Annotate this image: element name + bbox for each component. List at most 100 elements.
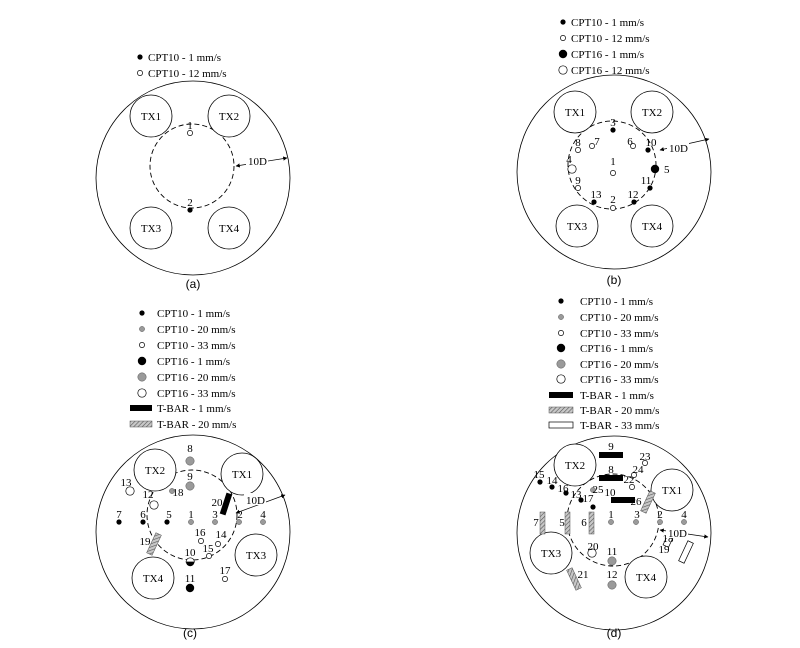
test-point <box>185 583 195 593</box>
legend-entry: CPT10 - 20 mm/s <box>580 312 659 324</box>
transducer-label: TX2 <box>642 107 662 119</box>
dimension-label: 10D <box>668 528 687 540</box>
legend-entry: T-BAR - 1 mm/s <box>157 403 231 415</box>
point-label: 10 <box>185 547 197 559</box>
legend-entry: CPT16 - 33 mm/s <box>580 374 659 386</box>
tbar-marker <box>564 511 571 535</box>
point-label: 13 <box>571 489 583 501</box>
test-point <box>537 479 543 485</box>
transducer-label: TX1 <box>141 111 161 123</box>
point-label: 25 <box>593 484 605 496</box>
legend-entry: CPT10 - 12 mm/s <box>148 68 227 80</box>
test-point <box>187 130 193 136</box>
point-label: 17 <box>220 565 232 577</box>
test-point <box>590 487 596 493</box>
panel-b-legend: CPT10 - 1 mm/s CPT10 - 12 mm/s CPT16 - 1… <box>558 17 650 77</box>
point-label: 10 <box>605 487 617 499</box>
test-point <box>185 456 195 466</box>
transducer-label: TX1 <box>662 485 682 497</box>
transducer-circle <box>207 206 251 250</box>
test-point <box>607 580 617 590</box>
point-label: 4 <box>260 509 266 521</box>
point-label: 26 <box>631 496 643 508</box>
point-label: 11 <box>185 573 196 585</box>
legend-entry: CPT10 - 1 mm/s <box>157 308 230 320</box>
legend-marker-dot-large-white <box>556 374 566 384</box>
legend-entry: CPT16 - 1 mm/s <box>580 343 653 355</box>
dashed-circle <box>149 123 235 209</box>
legend-marker-dot-small-black <box>139 310 145 316</box>
point-label: 2 <box>610 194 616 206</box>
point-label: 7 <box>533 517 539 529</box>
panel-c: CPT10 - 1 mm/s CPT10 - 20 mm/s CPT10 - 3… <box>95 308 291 640</box>
transducer-label: TX4 <box>636 572 657 584</box>
point-label: 12 <box>607 569 618 581</box>
point-label: 1 <box>610 156 616 168</box>
point-label: 3 <box>212 509 218 521</box>
test-point <box>206 553 212 559</box>
transducer-circle <box>129 206 173 250</box>
transducer-circle <box>131 556 175 600</box>
legend-marker-dot-small-white <box>139 342 145 348</box>
legend-marker-dot-large-grey <box>556 359 566 369</box>
dimension-label-bg <box>246 154 268 166</box>
transducer-label: TX3 <box>541 548 562 560</box>
transducer-circle <box>650 468 694 512</box>
transducer-circle <box>529 531 573 575</box>
point-label: 7 <box>594 136 600 148</box>
panel-caption: (c) <box>183 626 197 640</box>
panel-a-legend: CPT10 - 1 mm/s CPT10 - 12 mm/s <box>137 52 227 80</box>
point-label: 12 <box>628 189 639 201</box>
point-label: 5 <box>559 517 565 529</box>
point-label: 6 <box>140 509 146 521</box>
point-label: 6 <box>581 517 587 529</box>
transducer-circle <box>555 204 599 248</box>
tbar-marker <box>146 532 162 556</box>
transducer-label: TX3 <box>141 223 162 235</box>
test-point <box>589 143 595 149</box>
legend-entry: T-BAR - 33 mm/s <box>580 420 659 432</box>
test-point <box>650 164 660 174</box>
point-label: 9 <box>575 175 581 187</box>
legend-marker-bar-black <box>130 405 152 411</box>
transducer-label: TX4 <box>642 221 663 233</box>
test-point <box>587 548 597 558</box>
test-point <box>610 127 616 133</box>
transducer-circle <box>133 448 177 492</box>
transducer-circle <box>207 94 251 138</box>
point-label: 1 <box>608 509 614 521</box>
test-point <box>563 490 569 496</box>
point-label: 15 <box>203 543 215 555</box>
test-point <box>645 147 651 153</box>
point-label: 11 <box>641 175 652 187</box>
legend-entry: CPT10 - 1 mm/s <box>148 52 221 64</box>
panel-caption: (d) <box>607 626 622 640</box>
test-point <box>681 519 687 525</box>
tbar-marker <box>219 492 233 516</box>
legend-entry: CPT16 - 33 mm/s <box>157 388 236 400</box>
legend-marker-dot-small-black <box>560 19 566 25</box>
tbar-marker <box>588 511 595 535</box>
point-label: 3 <box>610 117 616 129</box>
panel-c-legend: CPT10 - 1 mm/s CPT10 - 20 mm/s CPT10 - 3… <box>129 308 236 431</box>
test-point <box>633 519 639 525</box>
legend-marker-dot-large-grey <box>137 372 147 382</box>
point-label: 4 <box>681 509 687 521</box>
test-point <box>215 541 221 547</box>
dimension-label-bg <box>666 526 688 538</box>
point-label: 2 <box>187 197 193 209</box>
dimension-label-bg <box>244 493 266 505</box>
panel-caption: (b) <box>607 273 622 287</box>
tbar-marker <box>539 511 546 535</box>
legend-marker-dot-small-white <box>558 330 564 336</box>
legend-entry: CPT16 - 12 mm/s <box>571 65 650 77</box>
legend-marker-dot-small-grey <box>558 314 564 320</box>
point-label: 17 <box>583 493 595 505</box>
test-point <box>186 562 195 567</box>
legend-entry: CPT16 - 20 mm/s <box>580 359 659 371</box>
test-point <box>260 519 266 525</box>
legend-entry: CPT10 - 33 mm/s <box>157 340 236 352</box>
point-label: 22 <box>624 474 635 486</box>
point-label: 20 <box>212 497 224 509</box>
legend-entry: CPT16 - 1 mm/s <box>571 49 644 61</box>
